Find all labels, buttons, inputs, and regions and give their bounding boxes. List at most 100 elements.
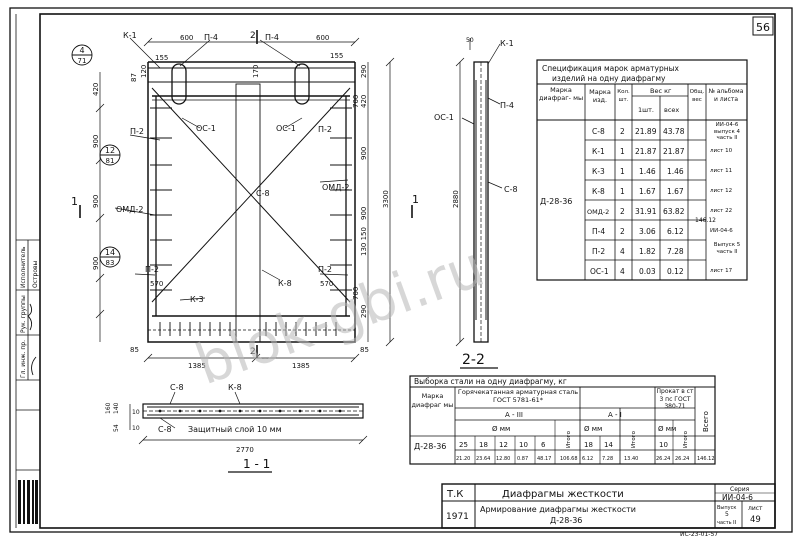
- dim-2770: 2770: [236, 446, 254, 454]
- spec-title-2: изделий на одну диафрагму: [552, 74, 666, 83]
- tb-subtitle-1: Армирование диафрагмы жесткости: [480, 505, 636, 514]
- stamp-row-3: Исполнитель: [20, 246, 27, 288]
- spec-qty: 4: [620, 267, 625, 276]
- steel-v-a3: 21.20: [456, 456, 470, 462]
- archive-code: [18, 480, 38, 524]
- dim-420-left: 420: [92, 83, 100, 96]
- spec-mark: П-2: [592, 247, 605, 256]
- label-p2-top-left: П-2: [130, 127, 144, 136]
- spec-wall: 43.78: [663, 127, 685, 136]
- tb-year: 1971: [446, 512, 469, 522]
- label-k1-section: К-1: [500, 39, 514, 48]
- tb-issue: 5: [725, 511, 729, 518]
- slot-right: [294, 63, 310, 105]
- stamp-row-2: Рук. группы: [20, 295, 27, 333]
- steel-v-a3: 12.80: [496, 456, 510, 462]
- steel-class-a3: А - III: [505, 411, 523, 419]
- label-os1-section: ОС-1: [434, 113, 454, 122]
- protect-layer-note: Защитный слой 10 мм: [188, 425, 282, 434]
- callout-14-bottom: 83: [106, 259, 115, 267]
- side-bars: [150, 107, 352, 291]
- section-1-1: [129, 391, 368, 445]
- spec-qty: 2: [620, 207, 625, 216]
- steel-itogo-a1: Итого: [631, 430, 637, 448]
- label-os1-right: ОС-1: [276, 124, 296, 133]
- section-1-1-dots: [158, 409, 342, 413]
- steel-itogo-pr: Итого: [683, 430, 689, 448]
- tb-project: Т.К: [446, 489, 463, 500]
- tb-part-label: часть: [717, 520, 732, 526]
- spec-w1: 21.89: [635, 127, 657, 136]
- steel-itogo-pr-value: 26.24: [675, 456, 689, 462]
- inner-frame: [39, 13, 776, 529]
- spec-ref: лист 17: [710, 268, 733, 274]
- spec-title-1: Спецификация марок арматурных: [542, 64, 680, 73]
- section-mark-right: 1: [412, 193, 419, 206]
- dim-10-b: 10: [132, 425, 140, 432]
- dim-900-r2: 900: [360, 207, 368, 220]
- steel-d-a3: 10: [519, 441, 528, 449]
- spec-header-album: № альбома и листа: [708, 88, 744, 103]
- dim-290-bottom: 290: [360, 305, 368, 318]
- steel-v-a3: 0.87: [517, 456, 528, 462]
- label-os1-left: ОС-1: [196, 124, 216, 133]
- spec-header-qty: Кол. шт.: [617, 89, 630, 103]
- dim-700-bottom: 700: [352, 287, 360, 300]
- page-number-box: [752, 16, 774, 36]
- callout-14-top: 14: [105, 248, 115, 257]
- steel-itogo-a3-value: 106.68: [560, 456, 578, 462]
- label-omd2-left: ОМД-2: [116, 205, 143, 214]
- spec-qty: 2: [620, 127, 625, 136]
- spec-wall: 21.87: [663, 147, 685, 156]
- steel-d-pr: 10: [659, 441, 668, 449]
- spec-wall: 63.82: [663, 207, 685, 216]
- label-p2-bottom-right: П-2: [318, 265, 332, 274]
- steel-itogo-a1-value: 13.40: [624, 456, 638, 462]
- stamp-row-1: Гл. инж. пр.: [20, 340, 27, 378]
- steel-diam-a1: Ø мм: [584, 425, 602, 433]
- steel-diam-pr: Ø мм: [658, 425, 676, 433]
- label-k1: К-1: [123, 31, 137, 40]
- page-number: 56: [756, 21, 770, 34]
- steel-total: 146.12: [697, 456, 715, 462]
- section-2-2: [455, 38, 503, 347]
- steel-d-a1: 14: [604, 441, 613, 449]
- spec-mark: К-8: [592, 187, 605, 196]
- tb-issue-label: Выпуск: [717, 505, 736, 511]
- tb-sheet-label: лист: [748, 505, 763, 512]
- label-omd2-right: ОМД-2: [322, 183, 349, 192]
- spec-wall: 0.12: [667, 267, 684, 276]
- steel-table: [409, 375, 716, 465]
- spec-ref: ИИ-04-6: [710, 228, 733, 234]
- callouts: [71, 44, 121, 268]
- label-c8: С-8: [256, 189, 270, 198]
- section-2-top: 2: [250, 31, 256, 41]
- spec-w1: 3.06: [639, 227, 656, 236]
- section-1-1-title: 1 - 1: [243, 457, 270, 471]
- dim-87: 87: [130, 73, 138, 82]
- callout-12-bottom: 81: [106, 157, 115, 165]
- label-k8: К-8: [278, 279, 292, 288]
- callout-4-top: 4: [79, 46, 84, 55]
- dim-290-top: 290: [360, 65, 368, 78]
- spec-qty: 4: [620, 247, 625, 256]
- steel-v-a3: 23.64: [476, 456, 490, 462]
- dim-1385-left: 1385: [188, 362, 206, 370]
- tb-subtitle-2: Д-28-36: [550, 516, 582, 525]
- steel-v-a1: 6.12: [582, 456, 593, 462]
- dim-600-left: 600: [180, 34, 193, 42]
- dim-570-left: 570: [150, 280, 163, 288]
- spec-ref: лист 12: [710, 188, 732, 194]
- label-p2-bottom-left: П-2: [145, 265, 159, 274]
- tb-part: II: [733, 520, 737, 526]
- label-k3: К-3: [190, 295, 204, 304]
- spec-mark: К-3: [592, 167, 605, 176]
- spec-w1: 31.91: [635, 207, 657, 216]
- label-c8-11: С-8: [170, 383, 184, 392]
- dim-570-right: 570: [320, 280, 333, 288]
- spec-w1: 1.46: [639, 167, 656, 176]
- dim-54: 54: [113, 424, 120, 432]
- label-p4-section: П-4: [500, 101, 514, 110]
